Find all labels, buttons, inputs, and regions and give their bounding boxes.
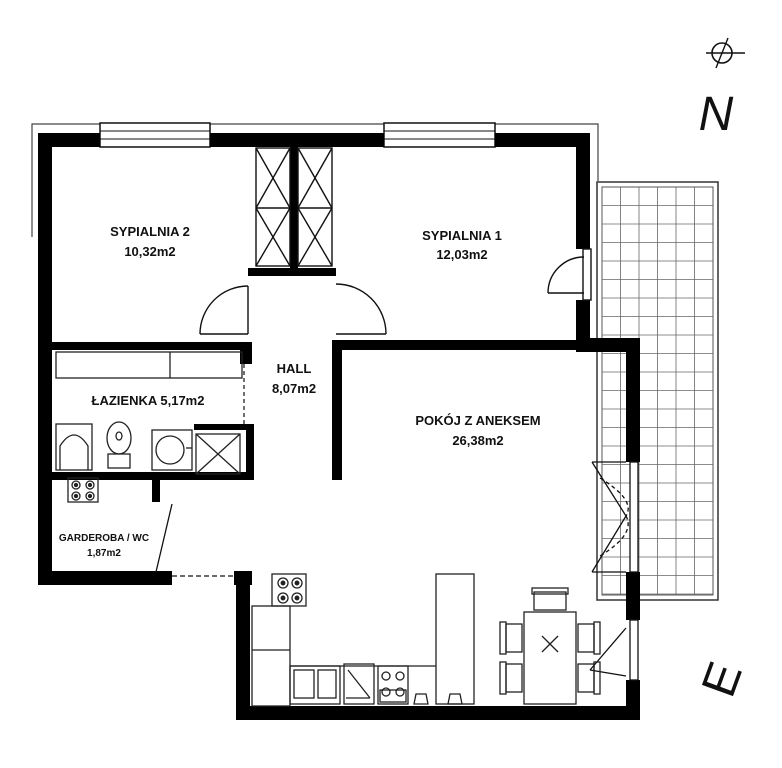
svg-text:1,87m2: 1,87m2 [87,548,121,559]
north-label: N [699,88,734,141]
kitchen [251,573,475,707]
window-sypialnia-1 [383,122,496,148]
east-label: E [692,655,753,703]
svg-text:26,38m2: 26,38m2 [452,433,503,448]
svg-text:SYPIALNIA 1: SYPIALNIA 1 [422,228,502,243]
svg-text:12,03m2: 12,03m2 [436,247,487,262]
room-label-garderoba-wc: GARDEROBA / WC 1,87m2 [59,533,149,559]
door-balcony-living [591,461,639,573]
facade-outline [31,123,599,237]
dining-table [499,587,601,705]
door-sypialnia-1 [335,283,387,335]
door-sypialnia-2 [199,285,249,335]
room-label-hall: HALL 8,07m2 [272,361,316,396]
north-arrow-icon [706,37,745,69]
door-garderoba [155,503,234,577]
svg-text:8,07m2: 8,07m2 [272,381,316,396]
door-balcony-bedroom [547,248,592,301]
svg-text:GARDEROBA / WC: GARDEROBA / WC [59,533,149,544]
svg-text:HALL: HALL [277,361,312,376]
window-sypialnia-2 [99,122,211,148]
wardrobe-closet-left [255,147,291,267]
walls [38,133,640,720]
balcony [596,181,719,601]
svg-text:SYPIALNIA 2: SYPIALNIA 2 [110,224,190,239]
svg-text:POKÓJ Z ANEKSEM: POKÓJ Z ANEKSEM [415,413,540,428]
room-label-sypialnia-1: SYPIALNIA 1 12,03m2 [422,228,502,262]
door-balcony-kitchen [589,619,639,681]
wardrobe-closet-right [297,147,333,267]
room-label-pokoj-z-aneksem: POKÓJ Z ANEKSEM 26,38m2 [415,413,540,448]
svg-text:10,32m2: 10,32m2 [124,244,175,259]
room-label-lazienka: ŁAZIENKA 5,17m2 [92,393,205,408]
bathroom-fixtures [55,351,243,475]
svg-text:ŁAZIENKA 5,17m2: ŁAZIENKA 5,17m2 [92,393,205,408]
room-label-sypialnia-2: SYPIALNIA 2 10,32m2 [110,224,190,259]
garderoba-cooktop-icon [67,477,99,503]
